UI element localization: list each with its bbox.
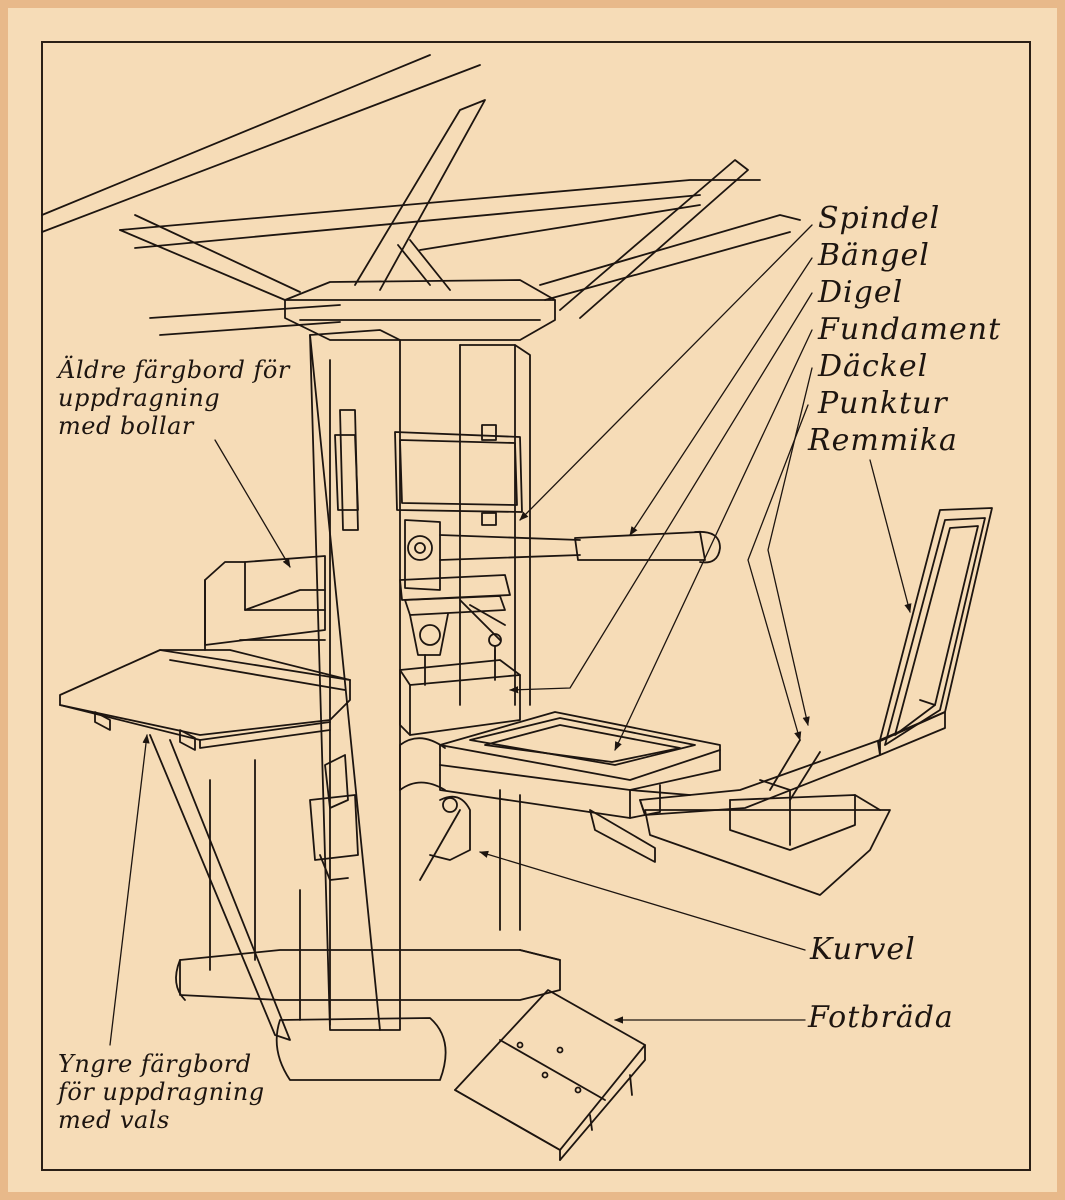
label-remmika: Remmika [808,423,958,458]
drawing-frame [41,41,1031,1171]
press-spindle [399,519,721,661]
press-head [394,431,523,513]
label-fundament: Fundament [818,312,1002,347]
note-yngre: Yngre färgbord för uppdragning med vals [58,1050,265,1134]
note-aldre-line-2: uppdragning [58,384,221,412]
press-carriage [439,711,721,863]
leader-lines [109,224,912,1046]
label-spindel: Spindel [818,201,941,236]
label-dackel: Däckel [818,349,929,384]
label-punktur: Punktur [818,386,948,421]
note-aldre: Äldre färgbord för uppdragning med bolla… [58,356,290,440]
press-platen [399,649,521,736]
footboard [454,989,646,1161]
label-digel: Digel [818,275,904,310]
press-cheeks [309,329,531,1031]
cheek-handles [309,754,359,881]
press-rails [399,737,691,931]
label-kurvel: Kurvel [810,932,916,967]
note-aldre-line-1: Äldre färgbord för [58,356,290,384]
note-yngre-line-2: för uppdragning [58,1078,265,1106]
press-tympan [639,507,993,816]
rounce [419,795,471,881]
note-yngre-line-3: med vals [58,1106,170,1134]
press-base [175,759,561,1081]
note-yngre-line-1: Yngre färgbord [58,1050,252,1078]
ink-table-old [204,555,326,651]
label-fotbrada: Fotbräda [808,1000,954,1035]
ink-table-new [59,649,351,1041]
label-bangel: Bängel [818,238,930,273]
press-capital [284,279,556,341]
rear-table [644,739,891,896]
note-aldre-line-3: med bollar [58,412,194,440]
roof-beams [41,54,801,336]
